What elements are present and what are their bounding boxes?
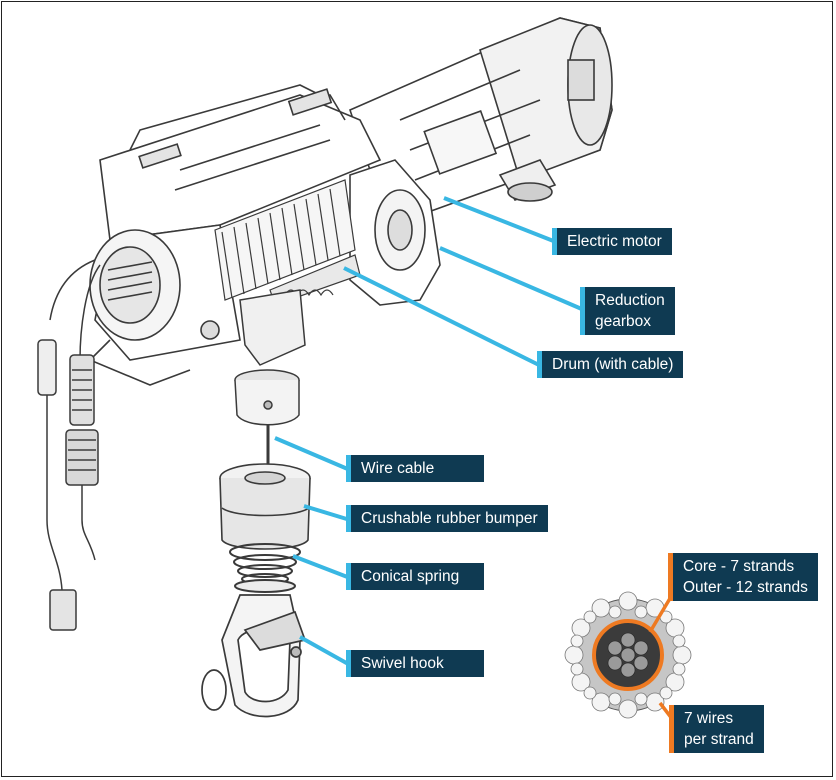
label-reduction-gearbox: Reduction gearbox (580, 287, 675, 335)
leader-bumper (303, 504, 360, 528)
leader-conical-spring (292, 554, 360, 586)
label-wire-cable: Wire cable (346, 455, 484, 482)
label-swivel-hook: Swivel hook (346, 650, 484, 677)
leader-reduction-gearbox (439, 246, 594, 318)
cable-guide-drawing (234, 289, 306, 426)
bumper-drawing (219, 463, 311, 550)
leader-swivel-hook (299, 635, 360, 674)
leader-electric-motor (443, 196, 566, 250)
label-electric-motor: Electric motor (552, 228, 672, 255)
label-drum: Drum (with cable) (537, 351, 684, 378)
leader-wire-cable (274, 436, 360, 478)
label-core-outer-strands: Core - 7 strands Outer - 12 strands (668, 553, 818, 601)
spring-drawing (229, 543, 301, 593)
label-conical-spring: Conical spring (346, 563, 484, 590)
electric-motor-drawing (349, 17, 613, 216)
hook-drawing (201, 594, 307, 718)
gearbox-drawing (349, 159, 441, 306)
label-wires-per-strand: 7 wires per strand (669, 705, 764, 753)
leader-drum (343, 266, 551, 375)
blue-leader-lines (274, 196, 594, 674)
label-crushable-rubber-bumper: Crushable rubber bumper (346, 505, 548, 532)
electrical-harness-drawing (37, 259, 101, 631)
wire-rope-cross-section (564, 591, 692, 719)
